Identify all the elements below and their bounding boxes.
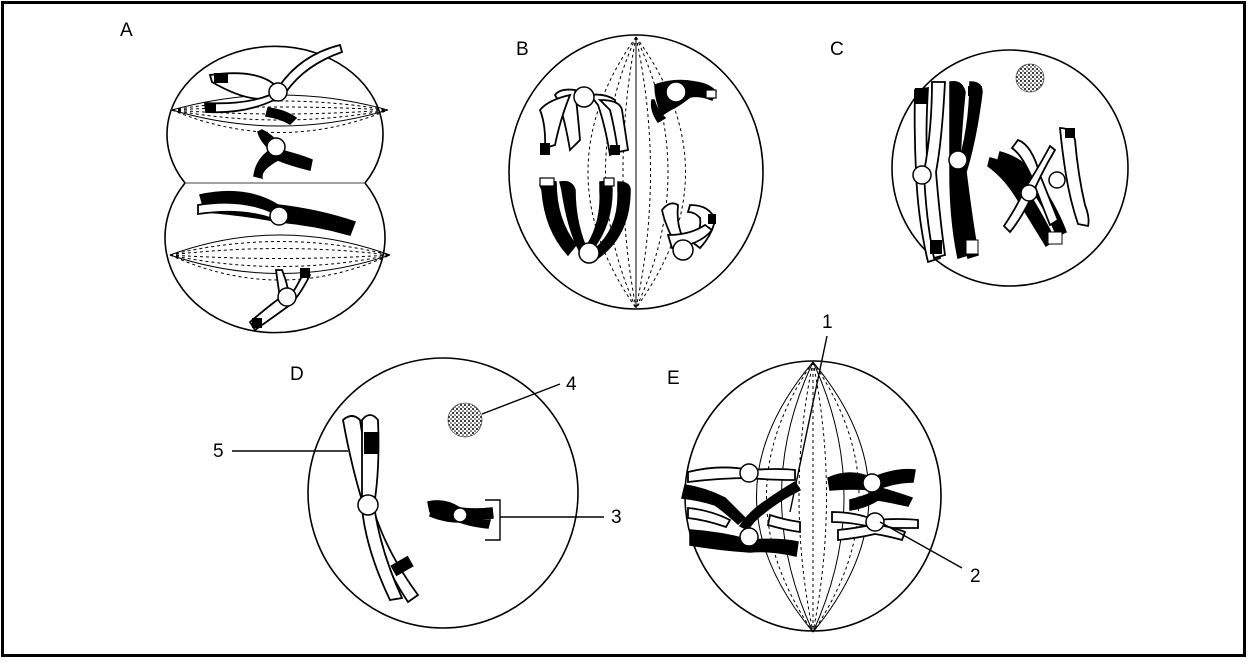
cell-c-chromosome-pair-left — [913, 82, 982, 262]
cell-b: B — [509, 35, 763, 309]
callout-3-label: 3 — [611, 507, 622, 528]
cell-d-membrane — [308, 358, 578, 628]
callout-1-label: 1 — [822, 312, 833, 333]
cell-b-chromosome-upper-right — [652, 81, 716, 122]
cell-c-label: C — [830, 39, 844, 60]
callout-5-label: 5 — [213, 441, 224, 462]
cell-a-label: A — [120, 20, 133, 41]
cell-d: D 4 5 3 — [213, 358, 622, 628]
cell-d-label: D — [290, 364, 304, 385]
cell-d-nucleolus — [448, 403, 482, 437]
callout-4-label: 4 — [566, 374, 577, 395]
cell-e-label: E — [667, 368, 680, 389]
cell-d-chromosome-small — [428, 501, 493, 528]
cell-c-chromosome-pair-right — [988, 128, 1089, 246]
cell-b-spindle — [588, 37, 686, 308]
callout-2-leader — [880, 522, 962, 568]
cell-c: C — [830, 39, 1128, 286]
cell-b-chromosome-lower-left — [540, 178, 630, 263]
cell-e-bivalent-right — [828, 470, 918, 540]
cell-e: E — [667, 312, 981, 632]
cell-a-chromosome-lower-white — [250, 268, 310, 330]
cell-c-nucleolus — [1016, 64, 1044, 92]
cell-b-label: B — [516, 39, 529, 60]
cell-b-chromosome-upper-left — [540, 87, 628, 155]
cell-a-chromosome-upper-black — [254, 108, 312, 178]
callout-2-label: 2 — [970, 566, 981, 587]
cell-a: A — [120, 20, 390, 333]
cell-b-chromosome-lower-right — [662, 203, 716, 260]
cell-d-chromosome-large — [343, 415, 418, 602]
cell-a-chromosome-lower-black — [198, 192, 355, 235]
